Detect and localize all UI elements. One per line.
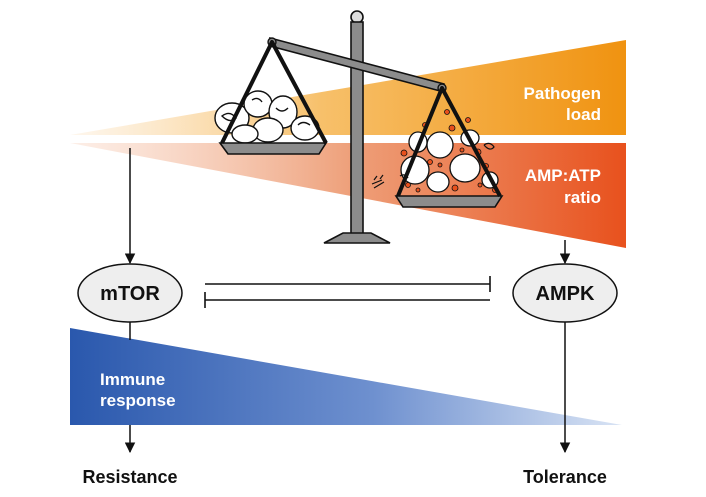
balance-scale [214, 10, 504, 244]
amp-atp-label-line2: ratio [564, 188, 601, 207]
left-pan-strings [220, 40, 328, 144]
immune-response-wedge [70, 328, 622, 425]
mtor-label: mTOR [100, 283, 160, 305]
pathogen-load-wedge [70, 40, 626, 135]
amp-atp-label-line1: AMP:ATP [525, 166, 601, 185]
pathogen-load-label-line1: Pathogen [524, 84, 601, 103]
right-pan-strings [396, 86, 502, 197]
mtor-inhibits-ampk [205, 276, 491, 292]
pathogen-load-label-line2: load [566, 105, 601, 124]
scale-pole [350, 21, 364, 237]
left-pan [218, 142, 328, 155]
ampk-label: AMPK [536, 283, 595, 305]
ampk-inhibits-mtor [204, 292, 490, 308]
left-pan-cells [214, 90, 320, 144]
immune-response-label-line2: response [100, 391, 176, 410]
resistance-label: Resistance [82, 467, 177, 487]
scale-base [323, 232, 391, 244]
tolerance-label: Tolerance [523, 467, 607, 487]
right-pan [394, 195, 504, 208]
immune-response-label-line1: Immune [100, 370, 165, 389]
